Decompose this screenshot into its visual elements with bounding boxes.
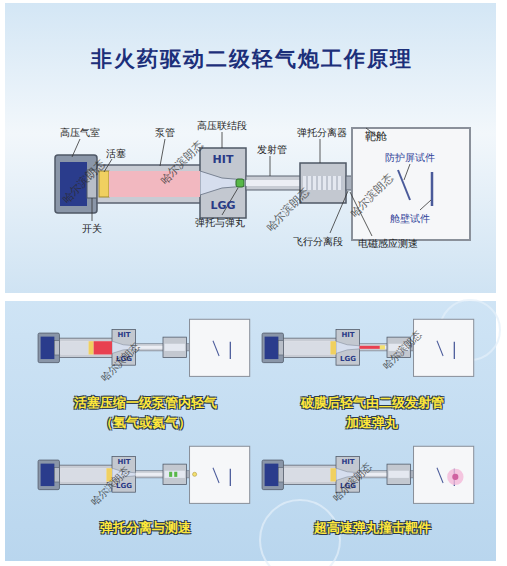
node-text: HIT — [341, 459, 354, 467]
part-label: 电磁感应测速 — [358, 238, 418, 249]
part-label: 弹托与弹丸 — [195, 217, 245, 228]
node-text: LGG — [210, 200, 235, 212]
node-text: LGG — [340, 356, 356, 364]
watermark: 哈尔滨朗态 — [380, 328, 423, 371]
coupling-section: HIT LGG — [200, 148, 246, 218]
stage-caption: 活塞压缩一级泵管内轻气（氢气或氦气） — [73, 393, 217, 432]
node-text: 靶舱 — [365, 131, 387, 143]
node-text: HIT — [213, 154, 234, 166]
part-label: 飞行分离段 — [293, 236, 343, 247]
node-text: 防护屏试件 — [385, 152, 435, 163]
part-label: 发射管 — [257, 144, 287, 155]
coupling-section: HIT LGG — [336, 330, 360, 366]
watermark: 哈尔滨朗态 — [264, 186, 311, 233]
watermark: 哈尔滨朗态 — [348, 172, 395, 219]
node-text: HIT — [341, 332, 354, 340]
part-label: 弹托分离器 — [297, 127, 347, 138]
diagram-title: 非火药驱动二级轻气炮工作原理 — [91, 48, 413, 71]
node-text: HIT — [117, 332, 130, 340]
watermark: 哈尔滨朗态 — [98, 340, 141, 383]
stage-caption: 超高速弹丸撞击靶件 — [300, 518, 444, 538]
part-label: 高压气室 — [60, 127, 100, 138]
part-label: 开关 — [82, 223, 102, 234]
part-label: 活塞 — [106, 148, 126, 159]
part-label: 泵管 — [155, 127, 175, 138]
stage-caption: 弹托分离与测速 — [73, 518, 217, 538]
watermark: 哈尔滨朗态 — [158, 139, 205, 186]
node-text: 舱壁试件 — [390, 213, 430, 224]
part-label: 高压联结段 — [197, 120, 247, 131]
watermark: 哈尔滨朗态 — [60, 158, 107, 205]
watermark: 哈尔滨朗态 — [330, 460, 373, 503]
stage-caption: 破膜后轻气由二级发射管加速弹丸 — [300, 393, 444, 432]
target-chamber: 靶舱防护屏试件舱壁试件 — [352, 128, 470, 240]
